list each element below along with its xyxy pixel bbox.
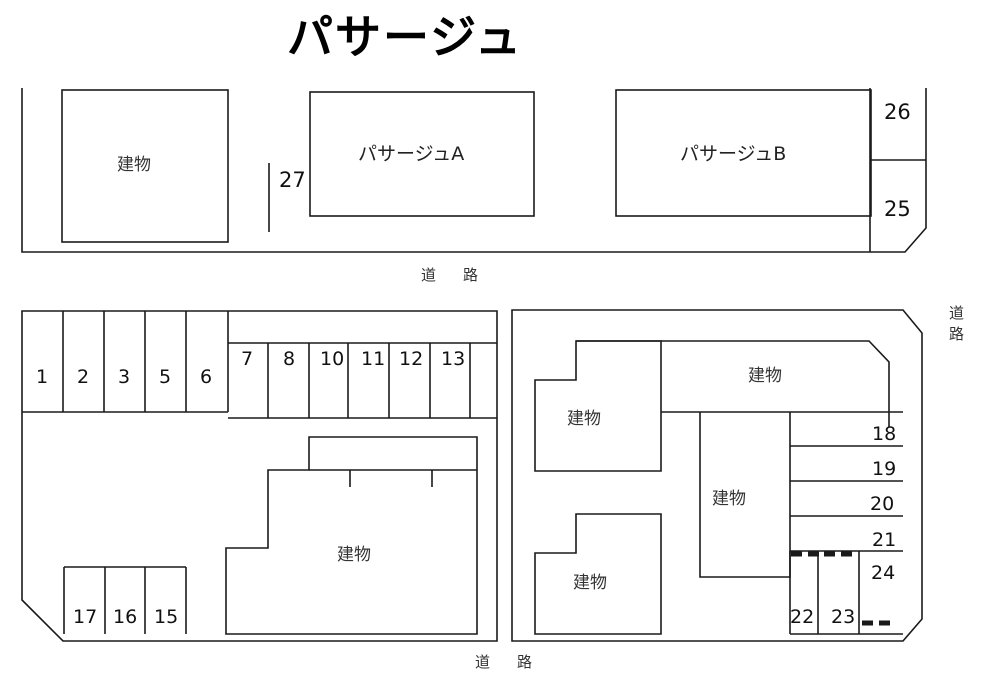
stall-label-25[interactable]: 25 xyxy=(884,197,911,221)
right-lot-building-1 xyxy=(534,340,662,472)
unit-b-label: パサージュB xyxy=(680,143,787,165)
stall-label-22[interactable]: 22 xyxy=(790,606,815,628)
left-lot-building-entrances xyxy=(349,470,433,487)
road-label-right: 道路 xyxy=(947,305,965,347)
top-building-left xyxy=(61,89,229,243)
stall-label-10[interactable]: 10 xyxy=(320,348,345,370)
road-label-bottom: 道 路 xyxy=(475,653,539,671)
stall-label-17[interactable]: 17 xyxy=(73,606,98,628)
right-lot-building-2-label: 建物 xyxy=(748,366,782,386)
unit-b-block xyxy=(615,89,872,217)
stall-label-8[interactable]: 8 xyxy=(283,348,296,370)
unit-a-label: パサージュA xyxy=(358,143,465,165)
stall-label-18[interactable]: 18 xyxy=(872,423,897,445)
stall-label-11[interactable]: 11 xyxy=(361,348,386,370)
stall-label-21[interactable]: 21 xyxy=(872,529,897,551)
right-lot-building-4-label: 建物 xyxy=(573,573,607,593)
stall-label-12[interactable]: 12 xyxy=(399,348,424,370)
stall-label-13[interactable]: 13 xyxy=(441,348,466,370)
stall-label-27[interactable]: 27 xyxy=(279,168,306,192)
left-lot-outline xyxy=(21,310,498,642)
stall-label-20[interactable]: 20 xyxy=(870,493,895,515)
top-building-left-label: 建物 xyxy=(117,155,151,175)
right-lot-building-1-label: 建物 xyxy=(567,409,601,429)
stall-label-6[interactable]: 6 xyxy=(200,366,213,388)
stall-label-26[interactable]: 26 xyxy=(884,100,911,124)
left-lot-building-outline xyxy=(225,436,478,635)
right-lot-building-2-top xyxy=(576,340,890,427)
top-lot-outline xyxy=(21,88,927,253)
right-lot-outline xyxy=(511,309,923,642)
stall-label-3[interactable]: 3 xyxy=(118,366,131,388)
unit-a-block xyxy=(309,91,535,217)
stall-label-24[interactable]: 24 xyxy=(871,562,896,584)
page-title: パサージュ xyxy=(287,10,523,64)
stall-label-19[interactable]: 19 xyxy=(872,458,897,480)
stall-label-23[interactable]: 23 xyxy=(831,606,856,628)
right-lot-building-3 xyxy=(699,412,791,578)
road-label-top: 道 路 xyxy=(421,266,485,284)
stall-label-15[interactable]: 15 xyxy=(154,606,179,628)
left-lot-row3-outline xyxy=(63,566,187,634)
left-lot-building-label: 建物 xyxy=(337,545,371,565)
right-lot-building-3-label: 建物 xyxy=(712,489,746,509)
stall-label-5[interactable]: 5 xyxy=(159,366,172,388)
stall-label-7[interactable]: 7 xyxy=(241,348,254,370)
stall-label-2[interactable]: 2 xyxy=(77,366,90,388)
stall-label-16[interactable]: 16 xyxy=(113,606,138,628)
stall-label-1[interactable]: 1 xyxy=(36,366,49,388)
right-lot-building-4 xyxy=(534,513,662,635)
